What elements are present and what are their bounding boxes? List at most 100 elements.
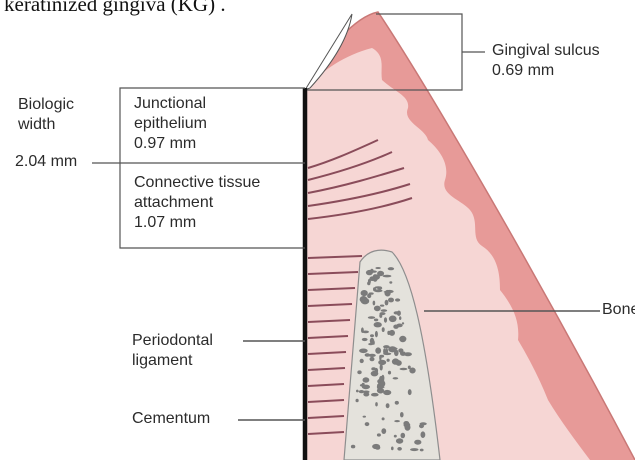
- bone-trabecula: [420, 449, 424, 452]
- bone-trabecula: [391, 447, 394, 451]
- bone-trabecula: [377, 433, 381, 436]
- bone-trabecula: [370, 334, 374, 337]
- bone-trabecula: [379, 314, 382, 318]
- gingiva-inner-tissue: [305, 48, 590, 460]
- bone-trabecula: [363, 416, 366, 418]
- bone-trabecula: [386, 403, 390, 408]
- bone-trabecula: [388, 298, 394, 303]
- bone-trabecula: [381, 375, 384, 382]
- bone-trabecula: [383, 390, 391, 395]
- bone-trabecula: [368, 279, 371, 284]
- bone-trabecula: [356, 390, 359, 393]
- bone-trabecula: [382, 327, 385, 332]
- biologic-width-label: Biologic width: [18, 95, 74, 135]
- bone-trabecula: [360, 296, 368, 303]
- bone-trabecula: [375, 347, 381, 353]
- bone-trabecula: [375, 331, 378, 337]
- bone-trabecula: [357, 370, 361, 374]
- bone-trabecula: [361, 290, 368, 296]
- bone-trabecula: [383, 275, 392, 278]
- bone-trabecula: [363, 377, 370, 382]
- bone-trabecula: [397, 447, 402, 451]
- biologic-width-value: 2.04 mm: [15, 152, 77, 172]
- periodontal-ligament-label: Periodontal ligament: [132, 331, 213, 371]
- bone-trabecula: [388, 371, 391, 375]
- bone-trabecula: [400, 368, 408, 371]
- bone-trabecula: [368, 354, 375, 357]
- bone-trabecula: [393, 377, 399, 379]
- connective-tissue-label: Connective tissue attachment 1.07 mm: [134, 173, 260, 233]
- bone-trabecula: [377, 386, 385, 388]
- bone-trabecula: [377, 271, 384, 276]
- bone-trabecula: [389, 316, 397, 323]
- bone-trabecula: [399, 316, 401, 320]
- bone-trabecula: [351, 445, 355, 449]
- bone-trabecula: [363, 391, 370, 394]
- bone-trabecula: [414, 440, 421, 445]
- bone-trabecula: [375, 267, 380, 269]
- bone-trabecula: [378, 360, 386, 365]
- bone-trabecula: [395, 401, 399, 405]
- bone-trabecula: [385, 300, 389, 306]
- bone-trabecula: [395, 298, 400, 301]
- bone-trabecula: [360, 359, 364, 363]
- bone-trabecula: [381, 428, 386, 434]
- bone-trabecula: [359, 349, 368, 354]
- bone-trabecula: [402, 322, 404, 324]
- bone-trabecula: [421, 431, 426, 438]
- bone-trabecula: [370, 269, 373, 273]
- bone-trabecula: [362, 385, 370, 390]
- bone-trabecula: [356, 399, 359, 403]
- bone-trabecula: [419, 424, 424, 428]
- bone-trabecula: [389, 281, 392, 283]
- bone-trabecula: [394, 420, 400, 422]
- bone-trabecula: [396, 360, 402, 366]
- bone-trabecula: [400, 351, 405, 353]
- bone-trabecula: [381, 309, 387, 312]
- bone-trabecula: [368, 316, 375, 319]
- bone-trabecula: [371, 367, 376, 370]
- bone-trabecula: [380, 381, 385, 387]
- bone-trabecula: [382, 417, 385, 420]
- bone-trabecula: [390, 347, 397, 349]
- bone-trabecula: [374, 306, 381, 312]
- bone-trabecula: [404, 352, 412, 356]
- bone-trabecula: [399, 336, 406, 342]
- bone-trabecula: [400, 412, 404, 417]
- bone-trabecula: [396, 438, 403, 443]
- bone-trabecula: [371, 393, 379, 397]
- bone-trabecula: [408, 366, 411, 370]
- bone-trabecula: [387, 359, 390, 362]
- bone-trabecula: [397, 311, 401, 316]
- bone-trabecula: [365, 422, 370, 426]
- bone-trabecula: [408, 389, 412, 395]
- bone-trabecula: [375, 402, 378, 406]
- bone-trabecula: [374, 319, 378, 322]
- bone-trabecula: [404, 423, 411, 428]
- bone-trabecula: [384, 317, 387, 322]
- bone-trabecula: [372, 444, 380, 449]
- bone-trabecula: [362, 331, 369, 334]
- gingival-sulcus-label: Gingival sulcus 0.69 mm: [492, 41, 600, 81]
- bone-trabecula: [370, 338, 374, 344]
- bone-trabecula: [362, 338, 368, 341]
- bone-trabecula: [410, 448, 418, 451]
- junctional-epithelium-label: Junctional epithelium 0.97 mm: [134, 94, 207, 154]
- cementum-label: Cementum: [132, 409, 210, 429]
- bone-trabecula: [401, 433, 406, 439]
- bone-trabecula: [385, 290, 391, 297]
- bone-trabecula: [367, 294, 371, 298]
- bone-trabecula: [379, 355, 384, 358]
- bone-trabecula: [373, 301, 376, 306]
- bone-trabecula: [393, 325, 398, 329]
- bone-trabecula: [371, 371, 379, 377]
- bone-trabecula: [389, 330, 395, 336]
- bone-trabecula: [375, 286, 382, 288]
- bone-trabecula: [380, 305, 384, 307]
- bone-trabecula: [394, 435, 397, 438]
- bone-trabecula: [374, 322, 382, 327]
- bone-trabecula: [370, 357, 375, 361]
- bone-trabecula: [388, 267, 394, 270]
- bone-label: Bone: [602, 300, 635, 320]
